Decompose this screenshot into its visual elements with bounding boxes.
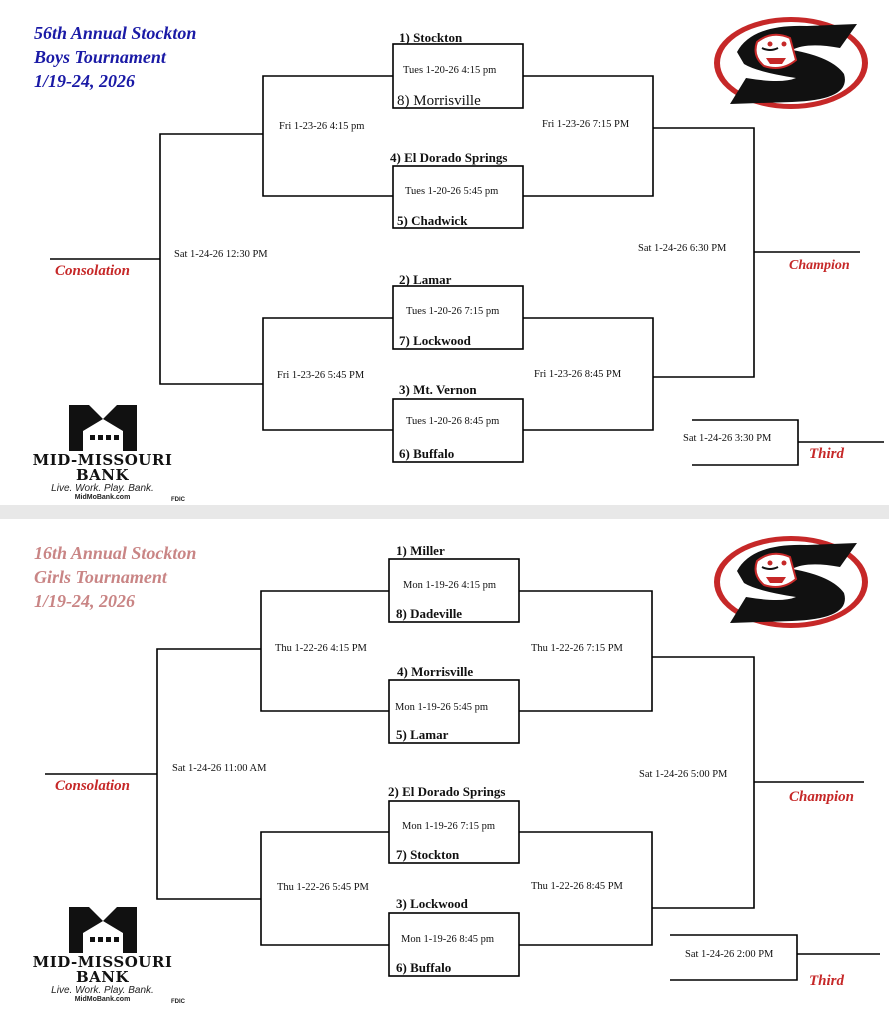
semifinal-time: Fri 1-23-26 5:45 PM — [277, 370, 365, 381]
stockton-tiger-logo-icon — [712, 12, 870, 119]
girls-title: 16th Annual Stockton Girls Tournament 1/… — [34, 541, 196, 613]
team-seed-2: 2) Lamar — [399, 272, 452, 287]
consolation-label: Consolation — [55, 778, 131, 794]
team-seed-3: 3) Mt. Vernon — [399, 382, 477, 397]
semifinal-time: Fri 1-23-26 7:15 PM — [542, 119, 630, 130]
champion-label: Champion — [789, 789, 855, 805]
girls-title-line: 1/19-24, 2026 — [34, 591, 135, 611]
game-time: Tues 1-20-26 5:45 pm — [405, 186, 499, 197]
team-seed-6: 6) Buffalo — [396, 960, 452, 975]
girls-title-line: Girls Tournament — [34, 567, 167, 587]
third-label: Third — [809, 973, 845, 989]
game-time: Mon 1-19-26 4:15 pm — [403, 580, 497, 591]
semifinal-time: Fri 1-23-26 4:15 pm — [279, 121, 365, 132]
sponsor-block: MID-MISSOURI BANK Live. Work. Play. Bank… — [20, 907, 185, 1005]
bank-url: MidMoBank.com — [74, 996, 131, 1003]
semifinal-time: Thu 1-22-26 4:15 PM — [275, 643, 367, 654]
team-seed-1: 1) Miller — [396, 543, 445, 558]
boys-title-line: Boys Tournament — [34, 47, 166, 67]
girls-bracket-panel: 16th Annual Stockton Girls Tournament 1/… — [0, 519, 889, 1024]
bank-tagline: Live. Work. Play. Bank. — [51, 483, 154, 494]
bank-name: BANK — [75, 466, 130, 484]
team-seed-8: 8) Morrisville — [397, 93, 481, 109]
semifinal-time: Thu 1-22-26 5:45 PM — [277, 882, 369, 893]
semifinal-time: Thu 1-22-26 8:45 PM — [531, 881, 623, 892]
stockton-tiger-logo-icon — [712, 531, 870, 638]
bank-name: MID-MISSOURI — [32, 451, 173, 469]
game-time: Tues 1-20-26 7:15 pm — [406, 306, 500, 317]
bank-tagline: Live. Work. Play. Bank. — [51, 985, 154, 996]
fdic-mark: FDIC — [171, 999, 185, 1005]
third-place-time: Sat 1-24-26 2:00 PM — [685, 949, 774, 960]
team-seed-8: 8) Dadeville — [396, 606, 463, 621]
championship-time: Sat 1-24-26 5:00 PM — [639, 769, 728, 780]
game-time: Tues 1-20-26 8:45 pm — [406, 416, 500, 427]
team-seed-7: 7) Lockwood — [399, 333, 471, 348]
team-seed-5: 5) Lamar — [396, 727, 449, 742]
team-seed-7: 7) Stockton — [396, 847, 460, 862]
team-seed-5: 5) Chadwick — [397, 213, 468, 228]
bank-name: MID-MISSOURI — [32, 953, 173, 971]
game-time: Mon 1-19-26 8:45 pm — [401, 934, 495, 945]
boys-title-line: 56th Annual Stockton — [34, 23, 197, 43]
bank-url: MidMoBank.com — [74, 494, 131, 501]
game-time: Tues 1-20-26 4:15 pm — [403, 65, 497, 76]
third-place-time: Sat 1-24-26 3:30 PM — [683, 433, 772, 444]
girls-bracket-lines — [45, 558, 880, 981]
team-seed-3: 3) Lockwood — [396, 896, 468, 911]
consolation-label: Consolation — [55, 263, 131, 279]
champion-label: Champion — [789, 258, 850, 273]
championship-time: Sat 1-24-26 6:30 PM — [638, 243, 727, 254]
girls-title-line: 16th Annual Stockton — [34, 543, 197, 563]
boys-title-line: 1/19-24, 2026 — [34, 71, 135, 91]
team-seed-1: 1) Stockton — [399, 30, 463, 45]
bank-name: BANK — [75, 968, 130, 986]
consolation-time: Sat 1-24-26 11:00 AM — [172, 763, 267, 774]
fdic-mark: FDIC — [171, 497, 185, 503]
team-seed-2: 2) El Dorado Springs — [388, 784, 506, 799]
bank-house-icon — [61, 405, 145, 453]
game-time: Mon 1-19-26 5:45 pm — [395, 702, 489, 713]
team-seed-4: 4) Morrisville — [397, 664, 474, 679]
semifinal-time: Fri 1-23-26 8:45 PM — [534, 369, 622, 380]
sponsor-block: MID-MISSOURI BANK Live. Work. Play. Bank… — [20, 405, 185, 503]
boys-title: 56th Annual Stockton Boys Tournament 1/1… — [34, 21, 196, 93]
game-time: Mon 1-19-26 7:15 pm — [402, 821, 496, 832]
team-seed-4: 4) El Dorado Springs — [390, 150, 508, 165]
team-seed-6: 6) Buffalo — [399, 446, 455, 461]
boys-bracket-lines — [50, 43, 884, 466]
third-label: Third — [809, 446, 845, 462]
semifinal-time: Thu 1-22-26 7:15 PM — [531, 643, 623, 654]
boys-bracket-panel: 56th Annual Stockton Boys Tournament 1/1… — [0, 0, 889, 505]
bank-house-icon — [61, 907, 145, 955]
consolation-time: Sat 1-24-26 12:30 PM — [174, 249, 268, 260]
